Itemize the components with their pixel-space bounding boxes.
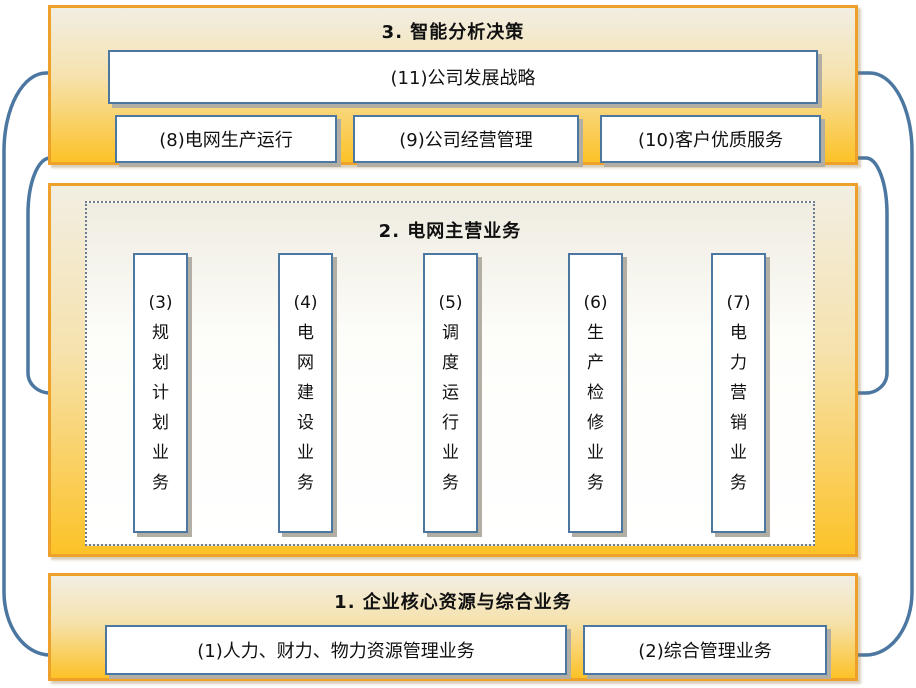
- layer-1-title: 1. 企业核心资源与综合业务: [334, 592, 572, 613]
- box-3-planning-business: (3) 规划计划业务: [133, 253, 188, 533]
- box-6-production-maintenance-business: (6) 生产检修业务: [568, 253, 623, 533]
- box-10-customer-quality-service: (10)客户优质服务: [600, 115, 821, 163]
- box-5-dispatch-operation-business: (5) 调度运行业务: [423, 253, 478, 533]
- box-7-power-marketing-business: (7) 电力营销业务: [711, 253, 766, 533]
- box-6-number: (6): [583, 293, 608, 313]
- box-8-label: (8)电网生产运行: [159, 130, 293, 151]
- connector-left-inner: [26, 156, 62, 395]
- box-4-label: 电网建设业务: [297, 323, 314, 493]
- box-2-general-management-business: (2)综合管理业务: [583, 625, 827, 675]
- box-8-grid-production-operation: (8)电网生产运行: [115, 115, 337, 163]
- box-3-label: 规划计划业务: [152, 323, 169, 493]
- box-2-label: (2)综合管理业务: [638, 641, 772, 662]
- box-10-label: (10)客户优质服务: [638, 130, 783, 151]
- layer-3-title: 3. 智能分析决策: [381, 22, 525, 43]
- layer-3-intelligent-analysis-decision: 3. 智能分析决策 (11)公司发展战略 (8)电网生产运行 (9)公司经营管理…: [48, 5, 858, 165]
- box-3-number: (3): [148, 293, 173, 313]
- box-9-company-business-management: (9)公司经营管理: [353, 115, 579, 163]
- box-5-number: (5): [438, 293, 463, 313]
- box-5-label: 调度运行业务: [442, 323, 459, 493]
- box-1-hr-finance-material-resource-management: (1)人力、财力、物力资源管理业务: [105, 625, 567, 675]
- box-11-company-development-strategy: (11)公司发展战略: [108, 50, 818, 104]
- box-7-number: (7): [726, 293, 751, 313]
- box-4-grid-construction-business: (4) 电网建设业务: [278, 253, 333, 533]
- box-9-label: (9)公司经营管理: [399, 130, 533, 151]
- layer-2-grid-main-business: 2. 电网主营业务 (3) 规划计划业务 (4) 电网建设业务 (5) 调度运行…: [48, 183, 858, 557]
- box-1-label: (1)人力、财力、物力资源管理业务: [197, 641, 475, 662]
- box-6-label: 生产检修业务: [587, 323, 604, 493]
- connector-left-outer: [2, 71, 62, 657]
- layer-2-title: 2. 电网主营业务: [378, 221, 522, 242]
- layer-1-core-resources-general-business: 1. 企业核心资源与综合业务 (1)人力、财力、物力资源管理业务 (2)综合管理…: [48, 573, 858, 681]
- box-11-label: (11)公司发展战略: [390, 68, 536, 89]
- connector-right-inner: [854, 156, 889, 395]
- connector-right-outer: [854, 71, 914, 657]
- box-7-label: 电力营销业务: [730, 323, 747, 493]
- box-4-number: (4): [293, 293, 318, 313]
